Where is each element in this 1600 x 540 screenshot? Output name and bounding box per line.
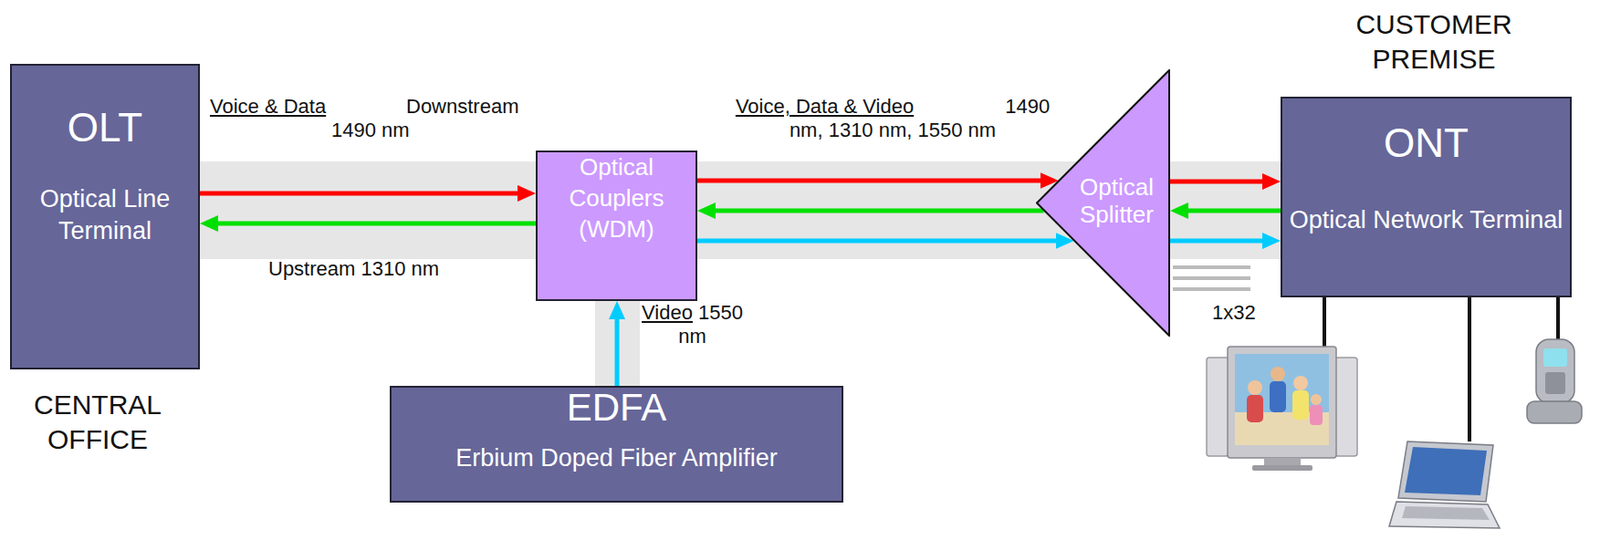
label-group: CENTRAL OFFICE (15, 387, 180, 457)
splitter-outline (1036, 70, 1170, 336)
device-wire (1467, 297, 1472, 442)
signal-arrow (1170, 239, 1272, 244)
label-group: Downstream 1490 nm (331, 94, 555, 144)
laptop-lid (1398, 441, 1494, 502)
signal-arrow (1170, 179, 1272, 185)
phone-screen (1543, 348, 1568, 367)
tv-person (1246, 395, 1264, 423)
signal-label: Voice, Data & Video (735, 94, 914, 118)
label-group: CUSTOMER PREMISE (1333, 7, 1535, 76)
tv-person (1269, 381, 1287, 413)
optical-splitter: Optical Splitter (1035, 69, 1171, 337)
node-label: Erbium Doped Fiber Amplifier (455, 443, 778, 473)
label-group: Video1550 nm (635, 301, 750, 350)
node-label: Optical Network Terminal (1289, 204, 1564, 237)
tv-person (1292, 390, 1309, 420)
label-group: Voice, Data & Video1490 nm, 1310 nm, 155… (723, 94, 1062, 144)
edfa-box: EDFA Erbium Doped Fiber Amplifier (389, 386, 844, 503)
signal-label: Upstream 1310 nm (268, 257, 440, 281)
device-wire (1322, 297, 1327, 349)
device-wire (1556, 297, 1560, 340)
tv-stand (1252, 465, 1313, 471)
signal-arrow (209, 221, 536, 227)
tv-speaker (1335, 357, 1358, 457)
tv-illustration (1206, 346, 1358, 471)
phone-illustration (1526, 339, 1582, 424)
phone-keypad (1545, 372, 1566, 395)
tv-frame (1227, 346, 1337, 459)
signal-arrow (697, 239, 1066, 244)
laptop-base (1389, 501, 1500, 529)
node-heading: ONT (1383, 120, 1469, 168)
tv-speaker (1206, 357, 1229, 457)
tv-person (1247, 380, 1263, 396)
phone-handset (1536, 339, 1575, 404)
signal-arrow (1179, 209, 1281, 214)
label-group: Upstream 1310 nm (268, 257, 506, 282)
signal-label: Downstream 1490 nm (331, 94, 519, 142)
signal-arrow (706, 209, 1045, 214)
splitter-output-stub (1172, 276, 1251, 281)
node-label: Optical Line Terminal (17, 183, 193, 248)
splitter-output-stub (1172, 287, 1251, 292)
tv-screen (1234, 354, 1329, 446)
label-group: Voice & Data (209, 94, 338, 119)
signal-label: CENTRAL OFFICE (33, 389, 162, 455)
signal-arrow (615, 310, 620, 387)
signal-label: CUSTOMER PREMISE (1355, 9, 1512, 74)
signal-label: Voice & Data (209, 94, 326, 118)
tv-person (1293, 376, 1308, 391)
laptop-illustration (1389, 441, 1500, 529)
ont-box: ONT Optical Network Terminal (1280, 96, 1572, 298)
olt-box: OLT Optical Line Terminal (10, 63, 200, 370)
laptop-screen (1404, 447, 1487, 496)
node-heading: OLT (67, 104, 143, 152)
node-heading: EDFA (566, 387, 668, 429)
node-label: Optical Splitter (1063, 174, 1171, 230)
signal-label: Video (641, 301, 693, 325)
signal-arrow (199, 191, 527, 197)
signal-label: 1x32 (1212, 301, 1256, 325)
splitter-output-stub (1172, 265, 1251, 270)
tv-person (1310, 394, 1322, 406)
wdm-coupler-box: Optical Couplers (WDM) (535, 150, 698, 302)
label-group: 1x32 (1212, 301, 1276, 325)
node-label: Optical Couplers (WDM) (543, 152, 691, 245)
tv-stand (1264, 458, 1301, 466)
tv-person (1309, 405, 1323, 426)
phone-base (1526, 401, 1582, 424)
tv-person (1270, 366, 1286, 382)
laptop-keyboard (1401, 506, 1490, 521)
signal-arrow (697, 178, 1050, 184)
